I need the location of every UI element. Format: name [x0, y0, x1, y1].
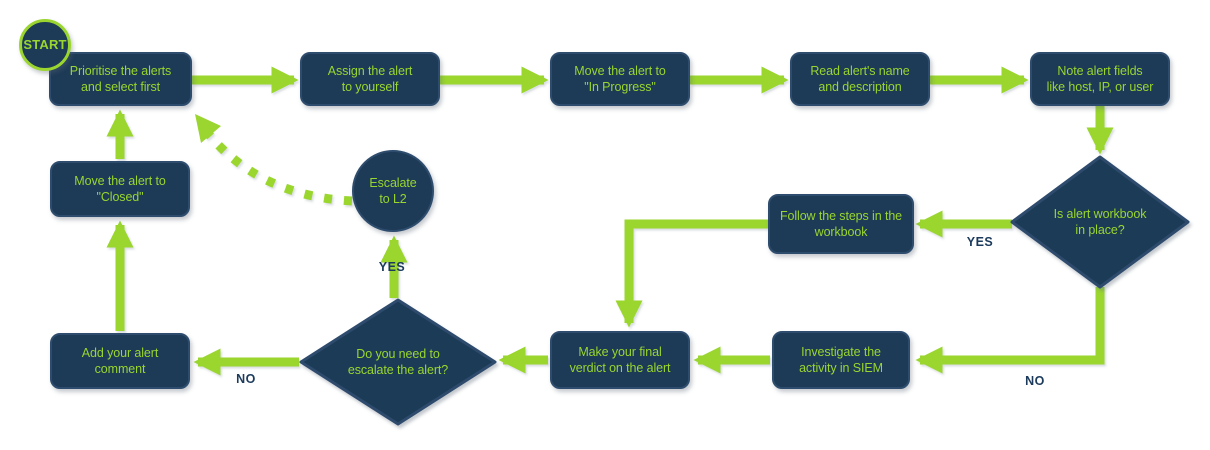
start-node: START [19, 19, 71, 71]
node-move-closed: Move the alert to "Closed" [50, 161, 190, 217]
edge-label-workbook-yes: YES [966, 235, 994, 249]
decision-escalate-diamond [299, 298, 497, 426]
node-prioritise-alerts: Prioritise the alerts and select first [49, 52, 192, 106]
node-final-verdict: Make your final verdict on the alert [550, 331, 690, 389]
node-note-alert-fields: Note alert fields like host, IP, or user [1030, 52, 1170, 106]
node-read-alert: Read alert's name and description [790, 52, 930, 106]
decision-escalate-label: Do you need to escalate the alert? [347, 346, 449, 378]
arrow-workbook-no-to-investigate [915, 287, 1105, 374]
node-add-comment: Add your alert comment [50, 333, 190, 389]
arrow-follow-to-verdict [615, 219, 768, 328]
node-assign-alert: Assign the alert to yourself [300, 52, 440, 106]
edge-label-escalate-no: NO [236, 372, 256, 386]
node-move-in-progress: Move the alert to "In Progress" [550, 52, 690, 106]
node-follow-workbook: Follow the steps in the workbook [768, 194, 914, 254]
edge-label-workbook-no: NO [1025, 374, 1045, 388]
edge-label-escalate-yes: YES [378, 260, 406, 274]
decision-workbook-label: Is alert workbook in place? [1053, 206, 1147, 238]
node-investigate-siem: Investigate the activity in SIEM [772, 331, 910, 389]
dotted-arrowhead [195, 114, 221, 143]
node-escalate-l2: Escalate to L2 [352, 150, 434, 232]
decision-workbook-diamond [1010, 155, 1190, 289]
dotted-arrow-l2-to-prioritise [202, 128, 353, 206]
